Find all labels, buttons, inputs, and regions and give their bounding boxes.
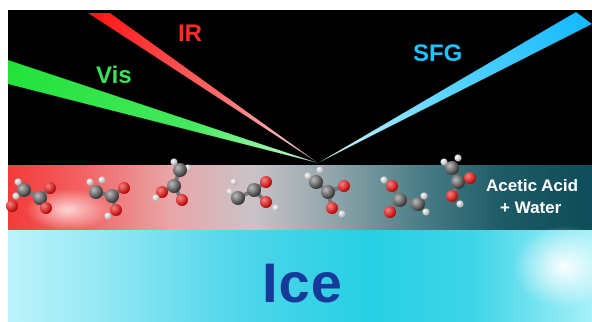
vacuum-region bbox=[8, 10, 592, 165]
acetic-acid-molecule-5 bbox=[304, 166, 350, 218]
ir-beam bbox=[88, 13, 318, 163]
sfg-label: SFG bbox=[413, 40, 463, 67]
acetic-acid-molecule-3 bbox=[152, 158, 192, 206]
vis-beam bbox=[8, 60, 318, 163]
acetic-acid-molecule-7 bbox=[440, 154, 476, 208]
sfg-beam bbox=[318, 12, 592, 163]
layer-label-line2: + Water bbox=[500, 198, 562, 217]
acetic-acid-molecule-6 bbox=[380, 176, 430, 218]
ir-label: IR bbox=[178, 20, 202, 47]
acetic-acid-molecule-4 bbox=[226, 176, 280, 212]
layer-label-line1: Acetic Acid bbox=[486, 176, 578, 195]
vis-label: Vis bbox=[96, 62, 132, 89]
acetic-acid-molecule-2 bbox=[86, 176, 130, 220]
acetic-acid-molecule-1 bbox=[6, 178, 56, 214]
ice-highlight bbox=[470, 222, 592, 322]
top-margin bbox=[0, 0, 592, 10]
ice-label: Ice bbox=[262, 251, 343, 314]
